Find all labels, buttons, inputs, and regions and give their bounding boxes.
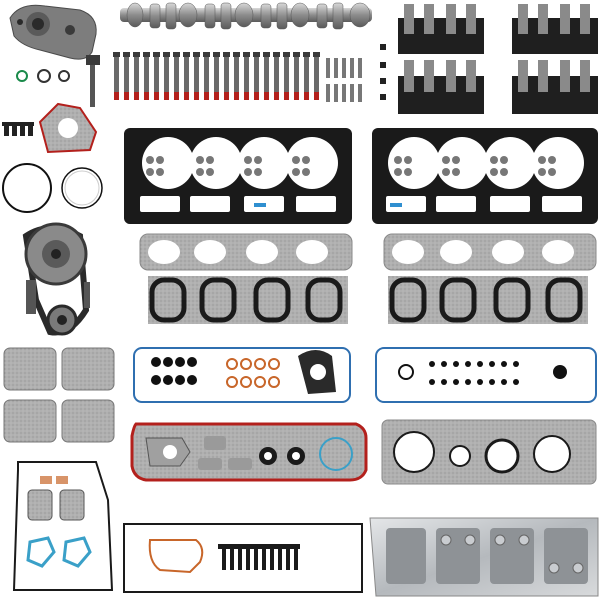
small-screws xyxy=(380,44,386,100)
valve-cover-gasket-left xyxy=(130,422,368,482)
o-rings-small xyxy=(16,69,70,83)
timing-chain-set xyxy=(22,222,90,336)
small-plate-gasket xyxy=(38,102,98,154)
camshaft xyxy=(120,2,372,30)
lifter-tray-3 xyxy=(398,60,484,114)
large-o-rings xyxy=(2,163,103,213)
plate-gaskets xyxy=(3,347,115,443)
exhaust-gasket-left xyxy=(148,276,348,324)
head-gasket-left xyxy=(124,128,352,224)
timing-cover-gasket xyxy=(12,461,114,591)
valve-cover-gasket-right xyxy=(381,419,597,485)
head-gasket-right xyxy=(372,128,598,224)
lifter-tray-2 xyxy=(512,4,598,54)
head-bolts xyxy=(113,52,362,102)
valley-bolts xyxy=(2,122,34,136)
valley-cover-plate xyxy=(369,517,599,597)
lifter-tray-4 xyxy=(512,60,598,114)
lifter-tray-1 xyxy=(398,4,484,54)
pickup-bolt xyxy=(86,55,100,107)
exhaust-gasket-right xyxy=(388,276,588,324)
seal-set-right xyxy=(375,347,597,403)
seal-set-left xyxy=(133,347,351,403)
intake-gasket-left xyxy=(139,233,353,271)
oil-pump xyxy=(9,4,97,60)
intake-gasket-right xyxy=(383,233,597,271)
oil-pan-gasket xyxy=(123,523,363,593)
lifter-trays xyxy=(398,4,598,114)
